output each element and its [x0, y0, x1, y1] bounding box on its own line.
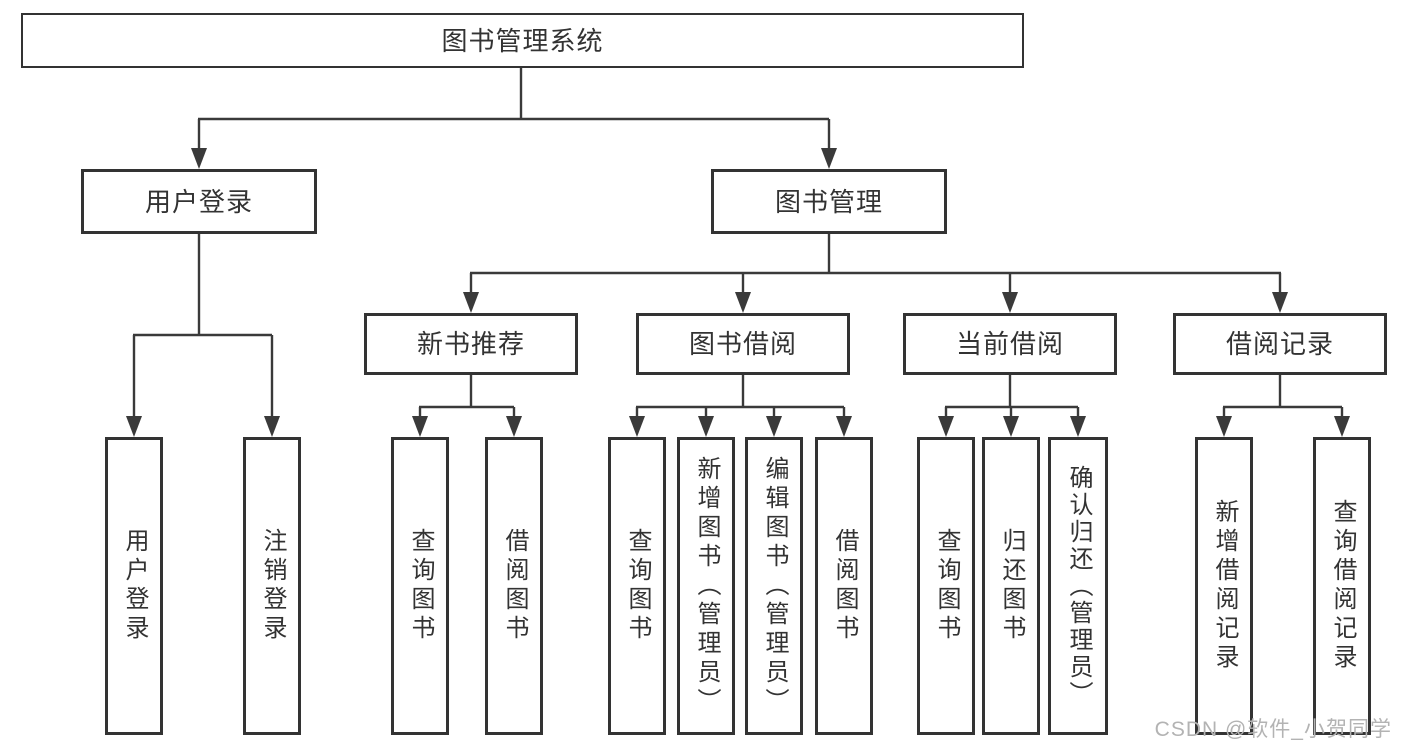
node-book-management: 图书管理	[711, 169, 947, 234]
node-label: 新增图书（管理员）	[693, 455, 720, 717]
node-current-borrowing: 当前借阅	[903, 313, 1117, 375]
node-label: 查询图书	[933, 528, 960, 644]
leaf-logout: 注销登录	[243, 437, 301, 735]
node-book-borrowing: 图书借阅	[636, 313, 850, 375]
leaf-add-book-admin: 新增图书（管理员）	[677, 437, 735, 735]
leaf-query-books-borrowing: 查询图书	[608, 437, 666, 735]
leaf-query-books-current: 查询图书	[917, 437, 975, 735]
node-new-book-recommend: 新书推荐	[364, 313, 578, 375]
node-user-login: 用户登录	[81, 169, 317, 234]
node-label: 借阅记录	[1225, 329, 1334, 359]
node-label: 用户登录	[121, 528, 148, 644]
node-label: 编辑图书（管理员）	[761, 455, 788, 717]
leaf-user-login: 用户登录	[105, 437, 163, 735]
node-label: 图书管理	[774, 186, 883, 217]
watermark: CSDN @软件_小贺同学	[1154, 718, 1392, 741]
leaf-borrow-books-borrowing: 借阅图书	[815, 437, 873, 735]
leaf-query-borrow-record: 查询借阅记录	[1313, 437, 1371, 735]
leaf-return-books: 归还图书	[982, 437, 1040, 735]
node-label: 当前借阅	[955, 329, 1064, 359]
node-label: 归还图书	[998, 528, 1025, 644]
node-label: 查询图书	[407, 528, 434, 644]
leaf-add-borrow-record: 新增借阅记录	[1195, 437, 1253, 735]
node-label: 新书推荐	[416, 329, 525, 359]
node-library-management-system: 图书管理系统	[21, 13, 1024, 68]
leaf-borrow-books-recommend: 借阅图书	[485, 437, 543, 735]
leaf-confirm-return-admin: 确认归还（管理员）	[1048, 437, 1108, 735]
node-label: 用户登录	[144, 186, 253, 217]
node-label: 确认归还（管理员）	[1065, 464, 1092, 708]
node-label: 注销登录	[259, 528, 286, 644]
node-label: 借阅图书	[501, 528, 528, 644]
leaf-edit-book-admin: 编辑图书（管理员）	[745, 437, 803, 735]
node-label: 图书管理系统	[441, 25, 604, 56]
node-label: 借阅图书	[831, 528, 858, 644]
node-label: 新增借阅记录	[1211, 499, 1238, 673]
node-label: 查询图书	[624, 528, 651, 644]
node-label: 图书借阅	[688, 329, 797, 359]
node-borrowing-records: 借阅记录	[1173, 313, 1387, 375]
leaf-query-books-recommend: 查询图书	[391, 437, 449, 735]
node-label: 查询借阅记录	[1329, 499, 1356, 673]
